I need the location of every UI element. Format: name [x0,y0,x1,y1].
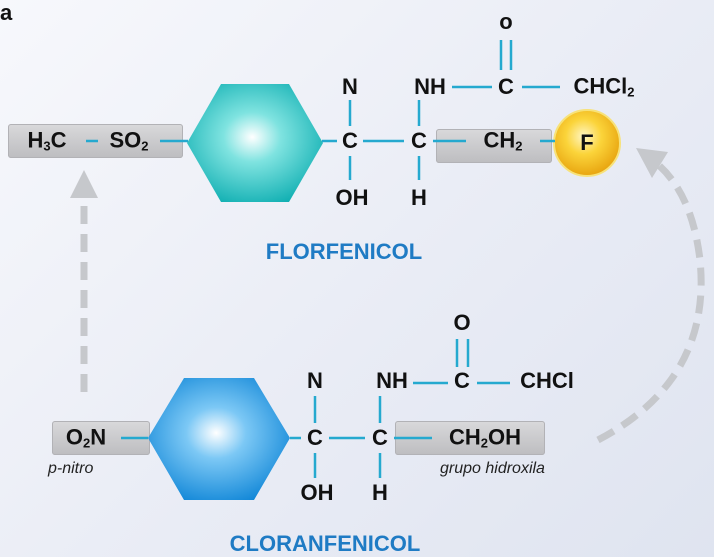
ch2oh-label: CH2OH [448,424,522,451]
ch2-box [436,129,552,163]
florfenicol-title: FLORFENICOL [265,239,423,264]
bonds-florfenicol [86,40,560,180]
ch2-label: CH2 [483,127,523,154]
arrow-hydroxyl-to-fluorine [596,148,705,444]
o-label-cloranfenicol: O [453,310,471,335]
c2-label-cloranfenicol: C [372,425,388,450]
c2-label-florfenicol: C [411,128,427,153]
pnitro-note: p-nitro [48,460,94,477]
carbonyl-c-florfenicol: C [498,74,514,99]
fluorine-label: F [580,130,594,155]
chcl2-label: CHCl2 [573,73,635,100]
c1-label-cloranfenicol: C [307,425,323,450]
n-label-cloranfenicol: N [307,368,323,393]
n-label-florfenicol: N [342,74,358,99]
oh-label-florfenicol: OH [335,185,369,210]
nh-label-florfenicol: NH [414,74,446,99]
so2-label: SO2 [109,127,149,154]
oh-label-cloranfenicol: OH [300,480,334,505]
o2n-label: O2N [65,424,107,451]
panel-letter: a [0,0,13,25]
h-label-cloranfenicol: H [372,480,388,505]
c1-label-florfenicol: C [342,128,358,153]
hydroxyl-group-note: grupo hidroxila [440,460,545,477]
bonds-cloranfenicol [121,339,510,478]
fluorine-circle [553,109,621,177]
h3c-label: H3C [27,127,67,154]
h-label-florfenicol: H [411,185,427,210]
cloranfenicol-title: CLORANFENICOL [229,531,421,556]
chcl-label: CHCl [520,368,574,393]
arrow-pnitro-to-so2 [70,170,98,392]
o-label-florfenicol: o [499,9,513,34]
benzene-ring-florfenicol [187,84,323,202]
benzene-ring-cloranfenicol [148,378,290,500]
nh-label-cloranfenicol: NH [376,368,408,393]
carbonyl-c-cloranfenicol: C [454,368,470,393]
